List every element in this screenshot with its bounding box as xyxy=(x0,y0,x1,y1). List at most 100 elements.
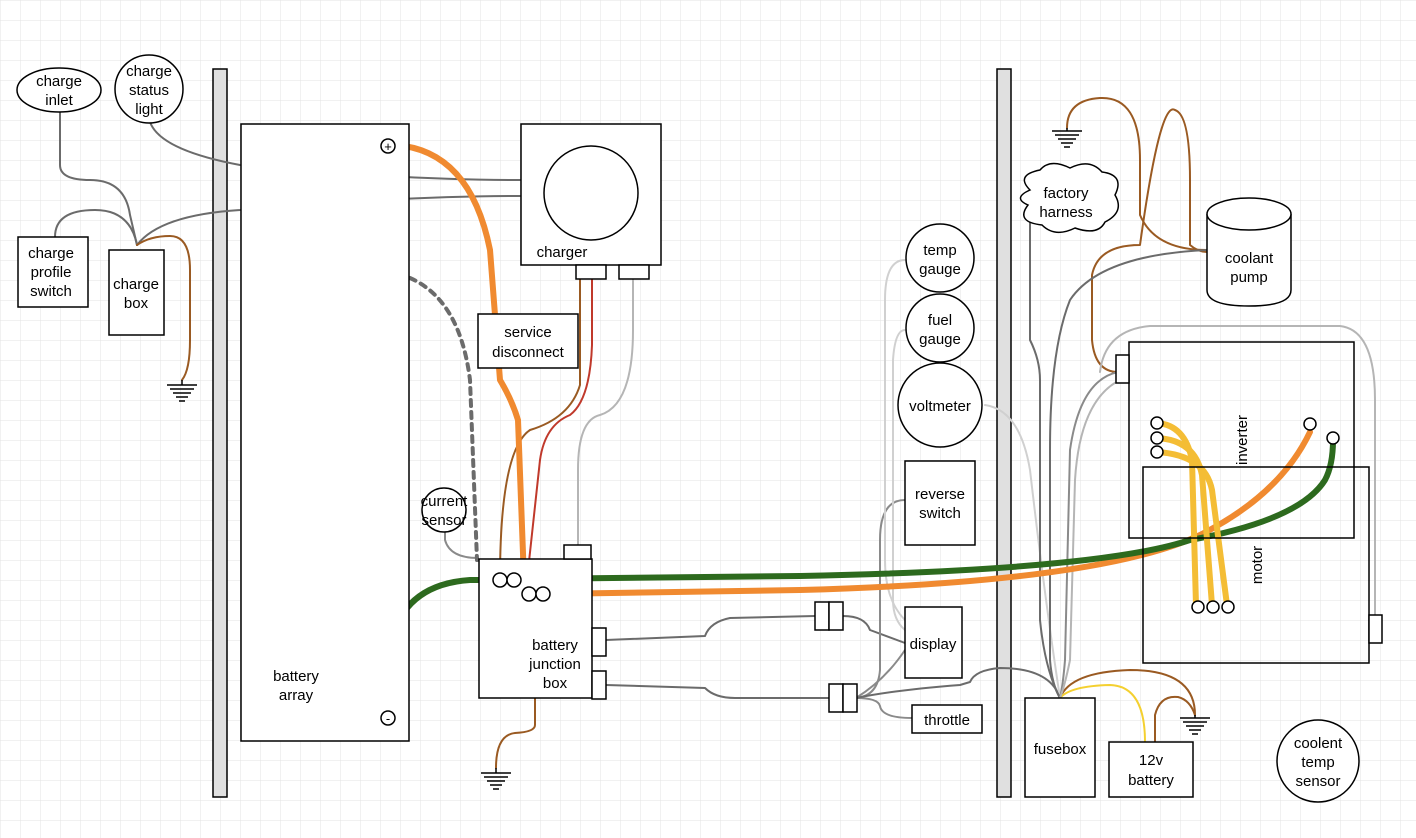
coolant-temp-sensor-label-3: sensor xyxy=(1295,773,1340,790)
reverse-switch: reverse switch xyxy=(904,460,976,546)
junction-top-port xyxy=(563,544,592,560)
temp-gauge-label-2: gauge xyxy=(919,261,961,278)
wire-junction-ground xyxy=(495,697,536,769)
dotted-sense-line xyxy=(408,276,479,562)
current-sensor: current sensor xyxy=(421,487,468,533)
connector-b-left xyxy=(828,683,844,713)
fusebox: fusebox xyxy=(1024,697,1096,798)
fuel-gauge: fuel gauge xyxy=(905,293,975,363)
temp-gauge: temp gauge xyxy=(905,223,975,293)
junction-box-label-2: junction xyxy=(528,656,581,673)
wire-voltmeter-to-fusebox xyxy=(984,404,1061,699)
battery-12v-label-2: battery xyxy=(1128,772,1174,789)
temp-gauge-label-1: temp xyxy=(923,242,956,259)
factory-harness-label-1: factory xyxy=(1043,185,1089,202)
service-disconnect-label-1: service xyxy=(504,324,552,341)
inverter: inverter xyxy=(1115,341,1355,539)
charge-inlet-label-2: inlet xyxy=(45,92,73,109)
wire-junction-to-connector-b xyxy=(605,684,831,699)
display-label: display xyxy=(910,636,957,653)
wire-connector-to-fusebox xyxy=(855,667,1061,699)
connector-b-right xyxy=(842,683,858,713)
factory-harness: factory harness xyxy=(1019,162,1120,234)
battery-positive-terminal-label: + xyxy=(384,139,392,154)
charge-box: charge box xyxy=(108,249,165,336)
voltmeter-label: voltmeter xyxy=(909,398,971,415)
coolant-temp-sensor-label-2: temp xyxy=(1301,754,1334,771)
wire-main-negative-right xyxy=(517,437,1336,582)
motor-port xyxy=(1368,614,1383,644)
wire-profile-to-chargebox xyxy=(54,209,138,246)
charger-port-2 xyxy=(618,264,650,280)
wire-connector-to-display xyxy=(855,649,906,699)
junction-terminal-3 xyxy=(521,586,537,602)
throttle: throttle xyxy=(911,704,983,734)
wire-fuel-gauge xyxy=(892,329,906,631)
battery-negative-terminal-label: - xyxy=(386,711,390,726)
ground-icon xyxy=(1052,128,1082,148)
display: display xyxy=(904,606,963,679)
charge-status-light-label-2: status xyxy=(129,82,169,99)
wire-charger-positive xyxy=(526,277,593,581)
charge-profile-switch: charge profile switch xyxy=(17,236,89,308)
inverter-positive-terminal xyxy=(1303,417,1317,431)
charge-box-label-1: charge xyxy=(113,276,159,293)
wire-connector-a-to-display xyxy=(842,615,906,644)
wire-current-sensor xyxy=(444,499,479,559)
charge-profile-switch-label-1: charge xyxy=(28,245,74,262)
battery-12v-label-1: 12v xyxy=(1139,752,1164,769)
reverse-switch-label-1: reverse xyxy=(915,486,965,503)
junction-terminal-2 xyxy=(506,572,522,588)
wire-temp-gauge xyxy=(884,259,906,621)
charge-profile-switch-label-3: switch xyxy=(30,283,72,300)
wire-inverter-to-pump xyxy=(1091,108,1208,373)
charge-inlet-label-1: charge xyxy=(36,73,82,90)
charge-profile-switch-label-2: profile xyxy=(31,264,72,281)
charge-box-label-2: box xyxy=(124,295,149,312)
wire-junction-to-connector-a xyxy=(605,615,816,641)
battery-array: battery array + - xyxy=(240,123,410,742)
factory-harness-label-2: harness xyxy=(1039,204,1092,221)
fusebox-label: fusebox xyxy=(1034,741,1087,758)
reverse-switch-label-2: switch xyxy=(919,505,961,522)
wire-chargebox-ground xyxy=(136,235,191,381)
wire-fusebox-to-12v xyxy=(1059,684,1146,743)
battery-12v: 12v battery xyxy=(1108,741,1194,798)
wire-connector-to-reverse xyxy=(855,499,906,699)
charge-inlet: charge inlet xyxy=(16,67,102,113)
wire-inlet-to-chargebox xyxy=(59,111,138,246)
coolant-temp-sensor-label-1: coolent xyxy=(1294,735,1343,752)
fuel-gauge-label-1: fuel xyxy=(928,312,952,329)
motor-phase-b xyxy=(1154,435,1215,608)
wire-pump-ground xyxy=(1066,96,1208,251)
junction-side-port-1 xyxy=(591,627,607,657)
wire-charger-data xyxy=(577,277,634,546)
motor-phase-c xyxy=(1154,449,1230,608)
inverter-negative-terminal xyxy=(1326,431,1340,445)
junction-terminal-1 xyxy=(492,572,508,588)
battery-array-label-2: array xyxy=(279,687,314,704)
ground-icon xyxy=(481,768,511,790)
motor-label: motor xyxy=(1249,546,1266,584)
wire-charger-to-junction-brown xyxy=(499,277,581,581)
connector-a-left xyxy=(814,601,830,631)
motor-phase-terminal-3 xyxy=(1221,600,1235,614)
coolant-pump-label-2: pump xyxy=(1230,269,1268,286)
wire-12v-ground xyxy=(1154,695,1196,743)
battery-array-label-1: battery xyxy=(273,668,319,685)
inverter-port xyxy=(1115,354,1130,384)
wire-pump-to-fusebox xyxy=(1049,249,1208,699)
wire-inverter-to-fusebox xyxy=(1059,371,1119,699)
current-sensor-label-2: sensor xyxy=(421,512,466,529)
coolant-temp-sensor: coolent temp sensor xyxy=(1276,719,1360,803)
right-firewall xyxy=(996,68,1012,798)
wire-fusebox-ground xyxy=(1059,669,1196,716)
coolant-pump-label-1: coolant xyxy=(1225,250,1274,267)
junction-terminal-4 xyxy=(535,586,551,602)
motor-phase-terminal-2 xyxy=(1206,600,1220,614)
wire-inverter-to-motor xyxy=(1099,325,1376,616)
charge-status-light: charge status light xyxy=(114,54,184,124)
motor-phase-terminal-1 xyxy=(1191,600,1205,614)
junction-side-port-2 xyxy=(591,670,607,700)
